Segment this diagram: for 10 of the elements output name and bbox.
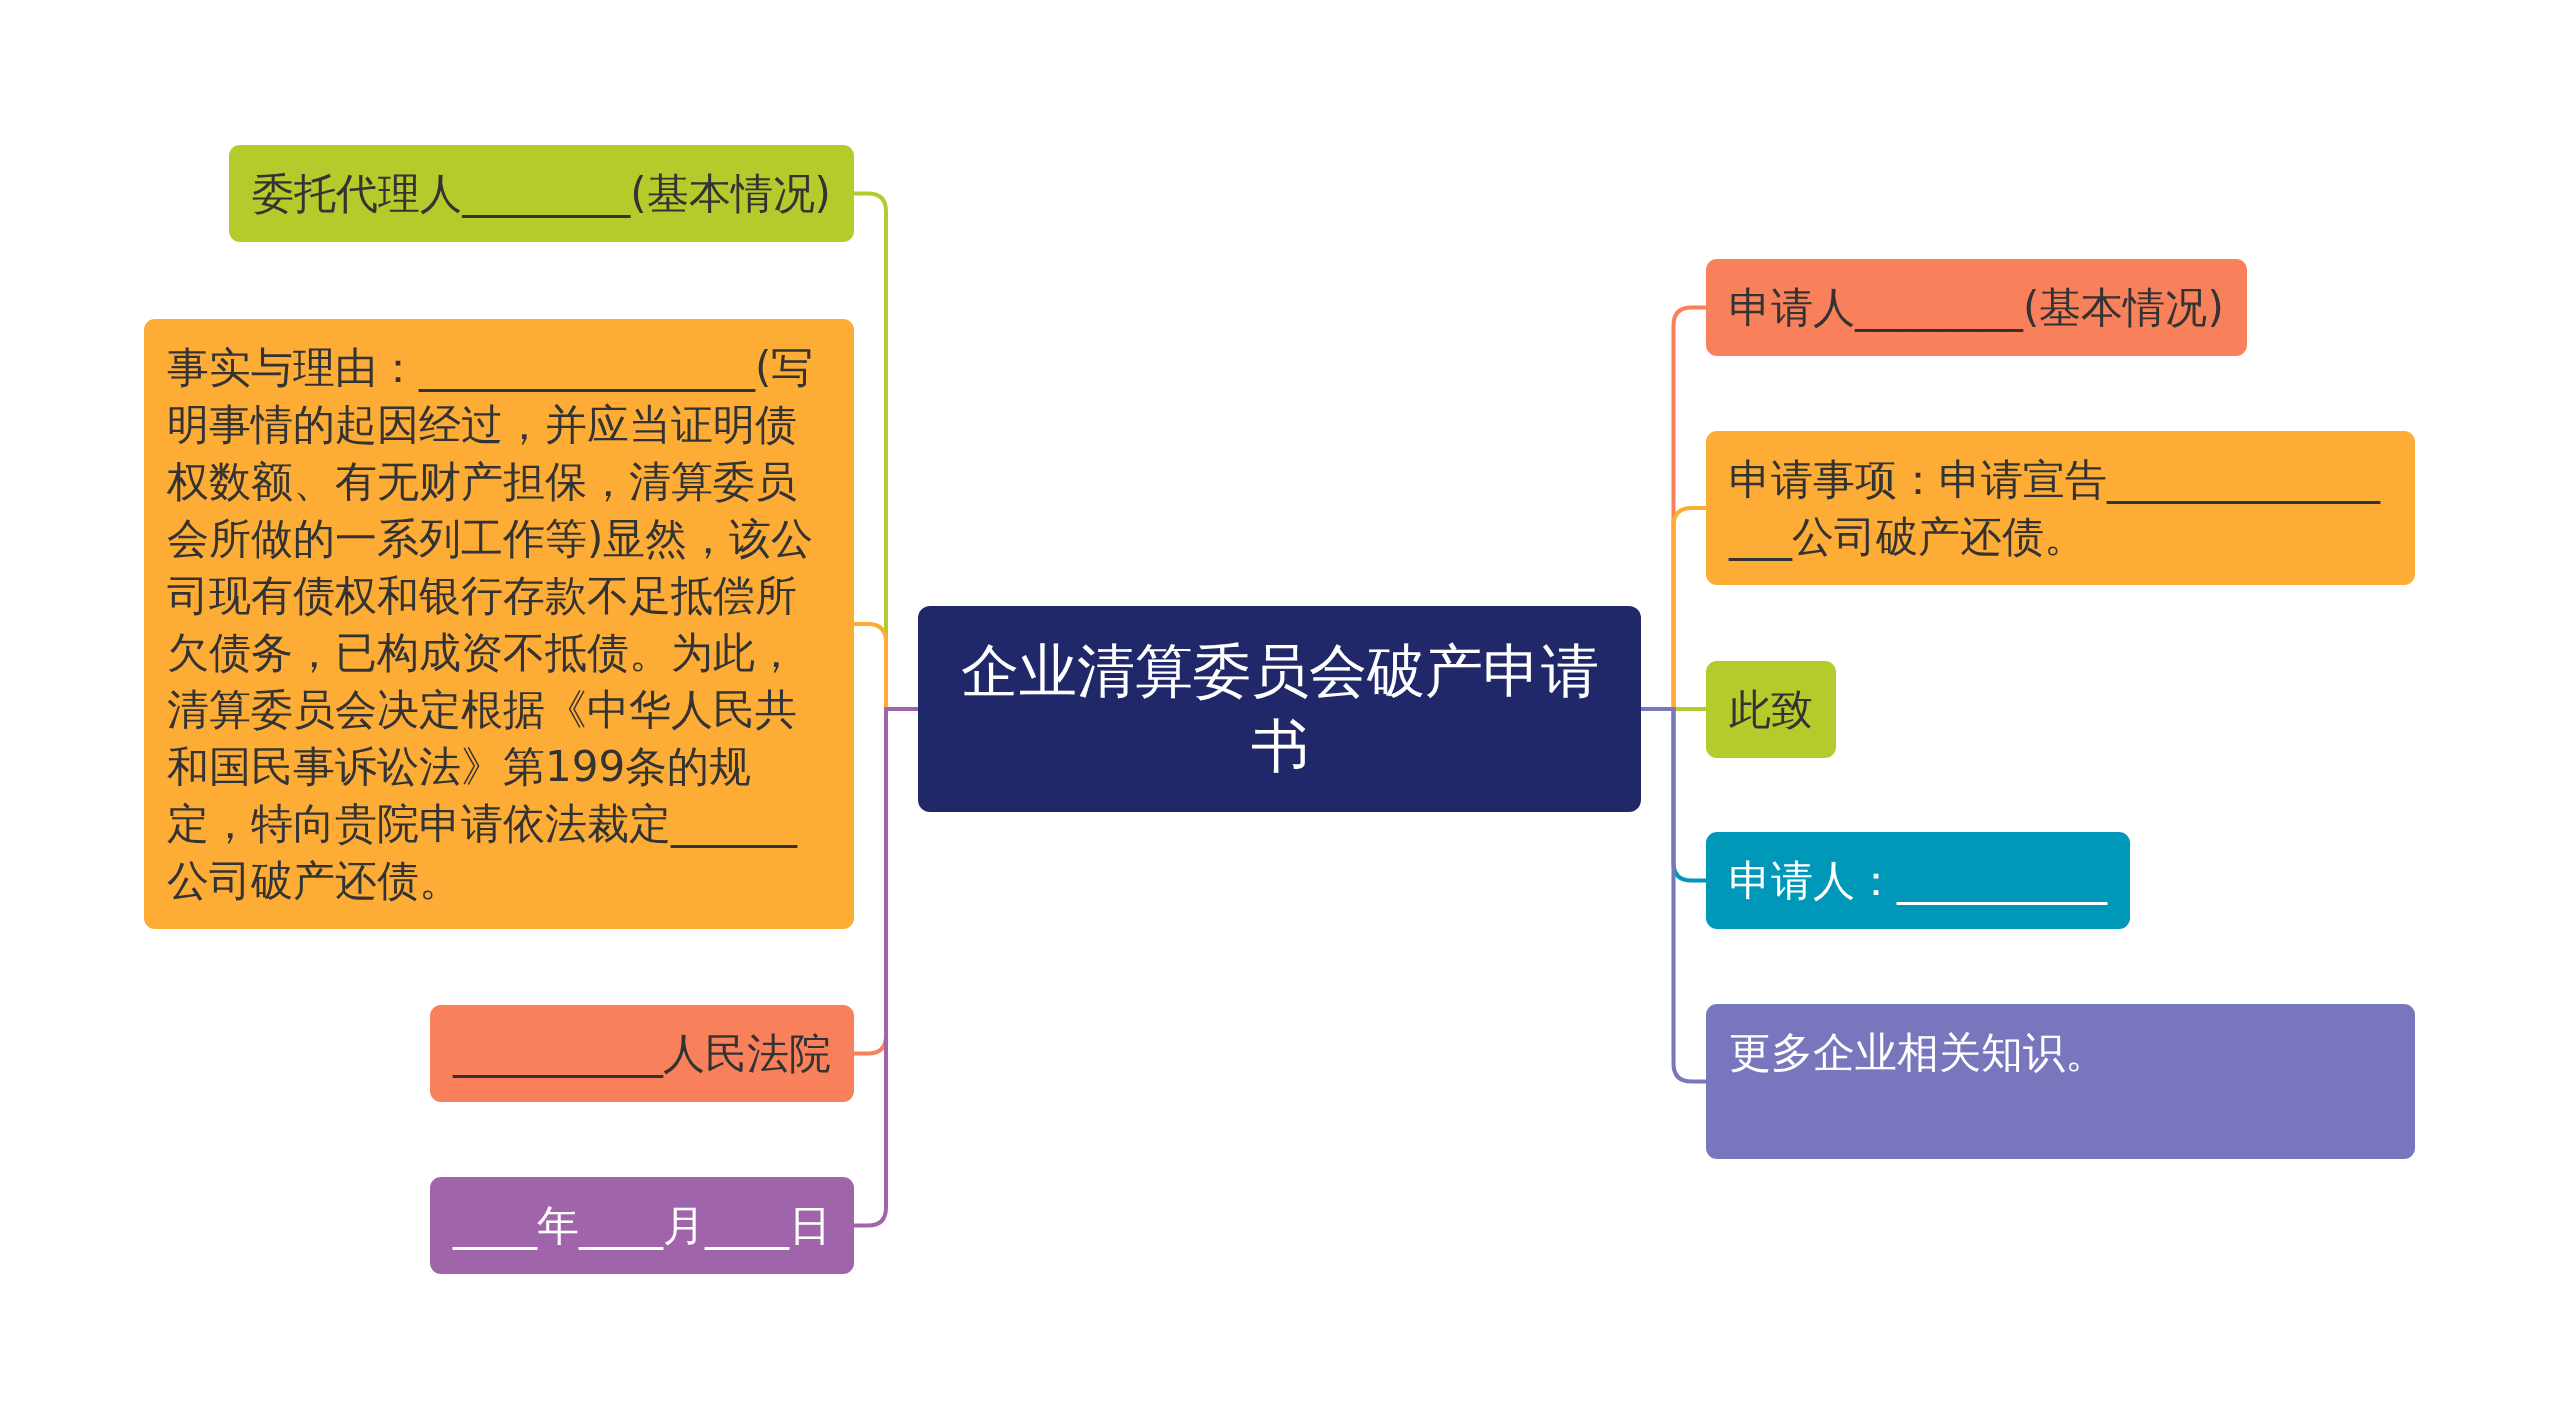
- central-topic-box: 企业清算委员会破产申请书: [918, 606, 1641, 812]
- topic-box: 委托代理人________(基本情况): [229, 145, 854, 242]
- topic-box: 此致: [1706, 661, 1836, 758]
- topic-box: ____年____月____日: [430, 1177, 854, 1274]
- topic-box: 申请事项：申请宣告________________公司破产还债。: [1706, 431, 2415, 585]
- topic-box: __________人民法院: [430, 1005, 854, 1102]
- topic-box: 事实与理由：________________(写明事情的起因经过，并应当证明债权数额、有无财产担保，清算委员会所做的一系列工作等)显然，该公司现有债权和银行存款不足抵偿所欠债务，已构成资不抵债。为此，清算委员会决定根据《中华人民共和国民事诉讼法》第199条的规定，特向贵院申请依法裁定______公司破产还债。: [144, 319, 854, 929]
- topic-box: 申请人________(基本情况): [1706, 259, 2247, 356]
- topic-box: 申请人：__________: [1706, 832, 2130, 929]
- topic-box: 更多企业相关知识。: [1706, 1004, 2415, 1159]
